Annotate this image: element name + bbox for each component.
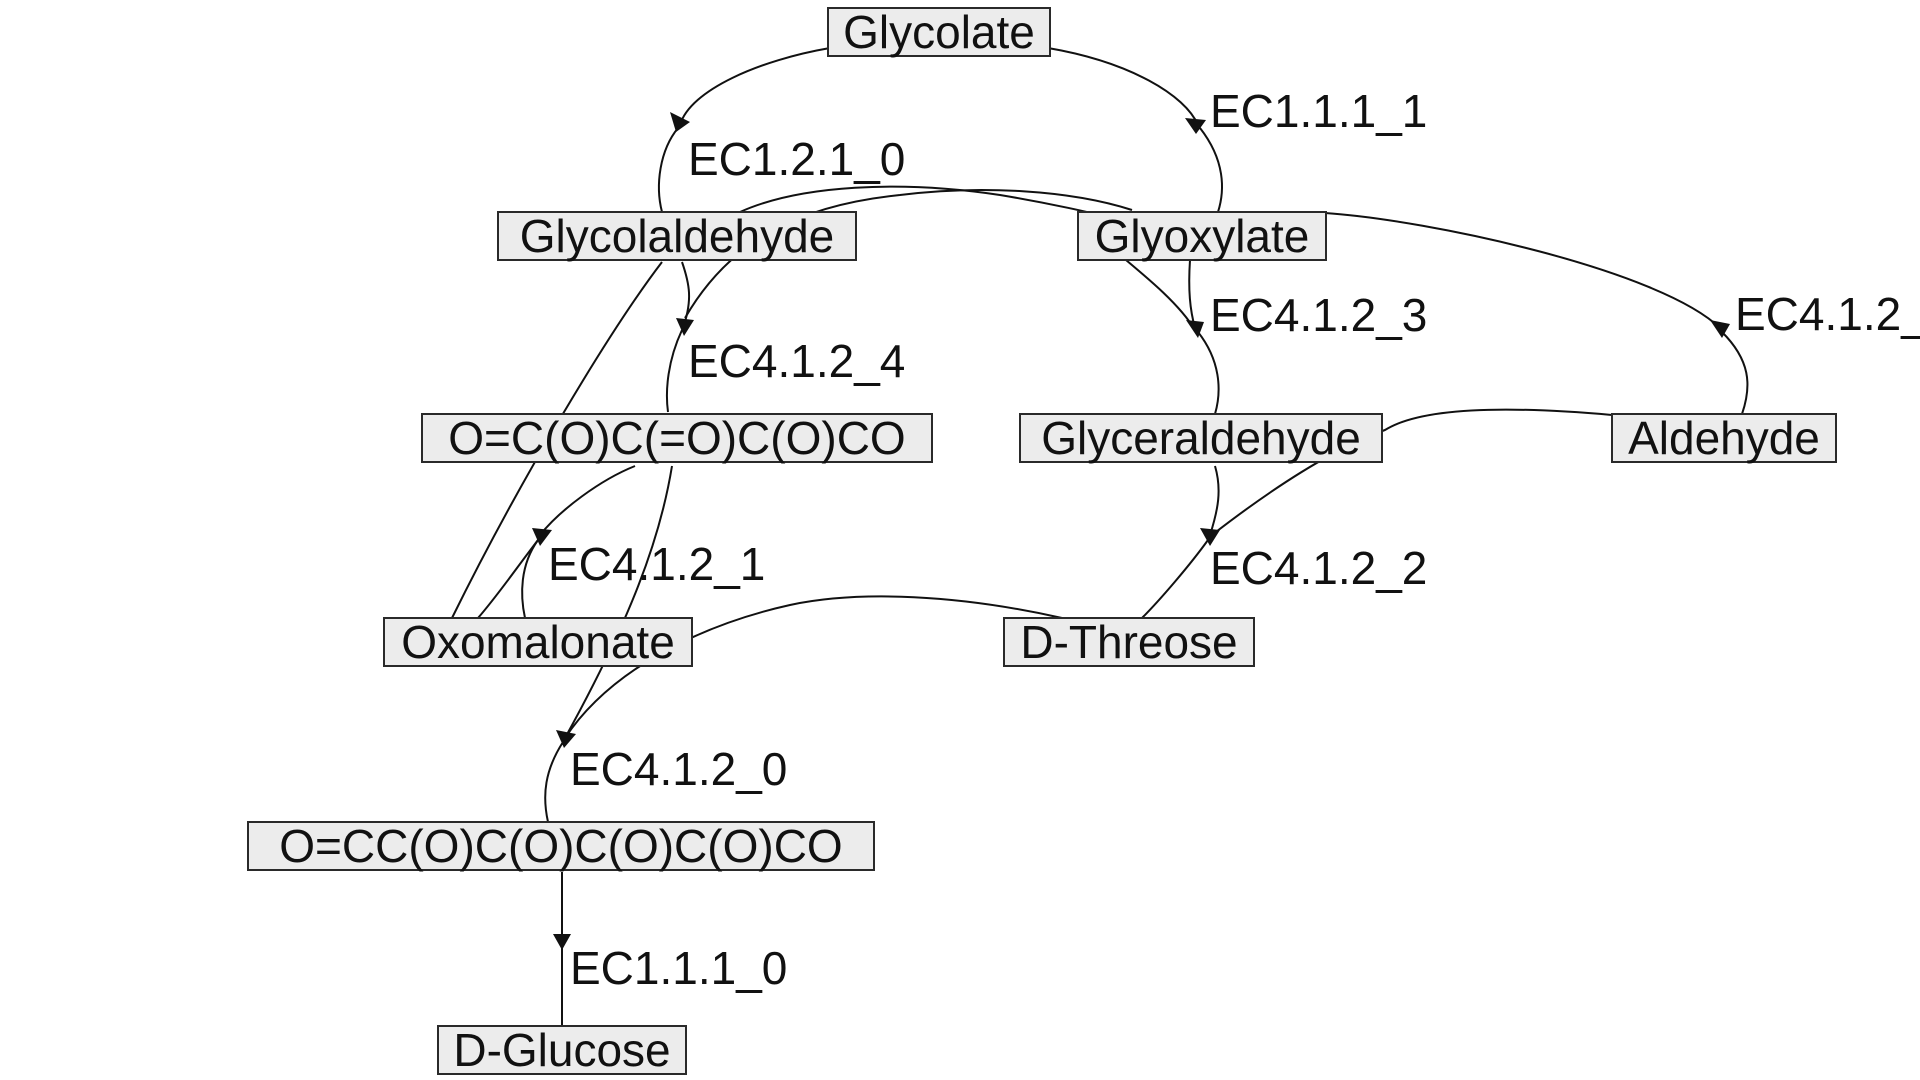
arrowhead-ec1-1-1-0 — [553, 934, 571, 950]
arrowhead-ec4-1-2-5 — [1710, 320, 1730, 338]
edge-ec1-1-1-1-to-glyoxylate — [1199, 127, 1223, 213]
reaction-label-ec1-1-1-0: EC1.1.1_0 — [570, 942, 787, 994]
edge-ec1-2-1-0-to-glycolaldehyde — [657, 127, 679, 213]
compound-nodes: Glycolate Glycolaldehyde Glyoxylate O=C(… — [247, 6, 1837, 1076]
edge-lines — [451, 47, 1749, 1026]
edge-ec4-1-2-4-to-oxo-acid — [665, 329, 683, 413]
reaction-label-ec4-1-2-4: EC4.1.2_4 — [688, 335, 905, 387]
node-d-glucose: D-Glucose — [437, 1024, 687, 1076]
node-oxo-acid: O=C(O)C(=O)C(O)CO — [421, 412, 933, 464]
node-glycolate: Glycolate — [827, 6, 1051, 58]
arrowhead-ec4-1-2-3 — [1186, 320, 1204, 338]
edge-d-threose-to-ec4-1-2-0 — [564, 595, 1063, 739]
edge-ec4-1-2-2-to-d-threose — [1141, 539, 1209, 619]
edge-aldehyde-to-ec4-1-2-2 — [1211, 408, 1613, 536]
node-label-glycolate: Glycolate — [843, 6, 1035, 58]
reaction-label-ec4-1-2-5: EC4.1.2_ — [1735, 288, 1920, 340]
node-label-glyceraldehyde: Glyceraldehyde — [1041, 412, 1361, 464]
arrowhead-ec4-1-2-2 — [1200, 528, 1220, 546]
node-glyceraldehyde: Glyceraldehyde — [1019, 412, 1383, 464]
reaction-label-ec4-1-2-2: EC4.1.2_2 — [1210, 542, 1427, 594]
node-glycolaldehyde: Glycolaldehyde — [497, 210, 857, 262]
reaction-label-ec4-1-2-1: EC4.1.2_1 — [548, 538, 765, 590]
edge-glyoxylate-to-ec4-1-2-3 — [1188, 259, 1196, 329]
edge-oxo-acid-to-ec4-1-2-0 — [564, 465, 673, 739]
node-label-aldehyde: Aldehyde — [1628, 412, 1820, 464]
edge-ec4-1-2-5-to-aldehyde — [1721, 331, 1749, 415]
edge-glycolate-to-ec1-1-1-1 — [1047, 47, 1199, 126]
node-label-oxomalonate: Oxomalonate — [401, 616, 675, 668]
reaction-labels: EC1.2.1_0 EC1.1.1_1 EC4.1.2_4 EC4.1.2_3 … — [548, 85, 1920, 994]
arrowhead-ec4-1-2-1 — [532, 528, 552, 546]
node-oxomalonate: Oxomalonate — [383, 616, 693, 668]
node-label-glycolaldehyde: Glycolaldehyde — [520, 210, 835, 262]
reaction-label-ec1-1-1-1: EC1.1.1_1 — [1210, 85, 1427, 137]
node-glyoxylate: Glyoxylate — [1077, 210, 1327, 262]
edge-ec4-1-2-0-to-hexose — [544, 741, 564, 823]
arrowhead-ec1-1-1-1 — [1185, 118, 1206, 134]
node-label-hexose-smiles: O=CC(O)C(O)C(O)C(O)CO — [279, 820, 842, 872]
edge-arrowheads — [532, 112, 1730, 950]
node-label-glyoxylate: Glyoxylate — [1095, 210, 1310, 262]
arrowhead-ec1-2-1-0 — [670, 112, 690, 132]
node-d-threose: D-Threose — [1003, 616, 1255, 668]
edge-glycolaldehyde-to-ec4-1-2-3 — [1119, 254, 1196, 331]
node-label-d-threose: D-Threose — [1020, 616, 1237, 668]
reaction-label-ec4-1-2-0: EC4.1.2_0 — [570, 743, 787, 795]
edge-oxo-acid-to-ec4-1-2-1 — [539, 465, 636, 536]
node-aldehyde: Aldehyde — [1611, 412, 1837, 464]
node-label-d-glucose: D-Glucose — [453, 1024, 670, 1076]
edge-ec4-1-2-1-to-oxomalonate-2 — [477, 539, 539, 619]
node-label-oxo-acid: O=C(O)C(=O)C(O)CO — [448, 412, 905, 464]
node-hexose-smiles: O=CC(O)C(O)C(O)C(O)CO — [247, 820, 875, 872]
edge-glycolaldehyde-to-ec4-1-2-4 — [681, 261, 691, 326]
edge-glyceraldehyde-to-ec4-1-2-2 — [1209, 465, 1220, 536]
arrowhead-ec4-1-2-0 — [556, 730, 576, 748]
reaction-label-ec4-1-2-3: EC4.1.2_3 — [1210, 289, 1427, 341]
reaction-label-ec1-2-1-0: EC1.2.1_0 — [688, 133, 905, 185]
edge-glyoxylate-to-ec4-1-2-5 — [1324, 212, 1721, 329]
edge-ec4-1-2-3-to-glyceraldehyde — [1197, 331, 1220, 415]
arrowhead-ec4-1-2-4 — [676, 318, 694, 336]
edge-glycolate-to-ec1-2-1-0 — [679, 47, 831, 126]
